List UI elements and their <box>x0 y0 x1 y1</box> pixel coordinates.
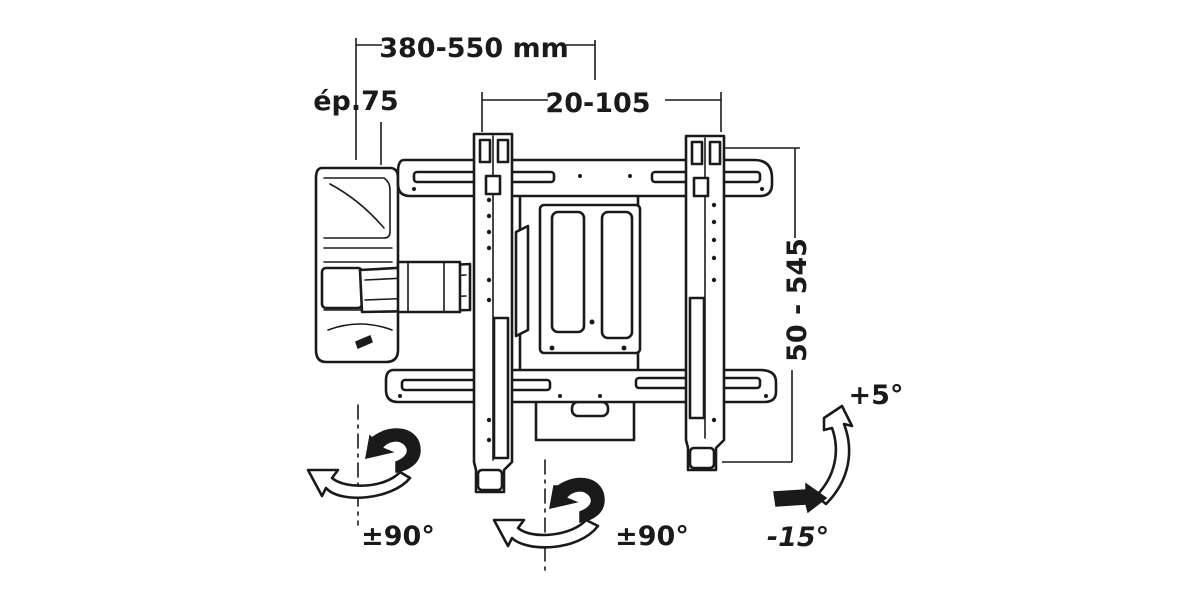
swivel-left-label: ±90° <box>361 521 435 552</box>
vesa-vertical-dimension: 50 - 545 <box>722 147 813 463</box>
swivel-left-arrow-icon <box>365 428 421 473</box>
swivel-center-outline-arrow-icon <box>492 518 600 549</box>
width-dimension: 380-550 mm <box>355 33 596 160</box>
tilt-up-label: +5° <box>849 380 904 411</box>
depth-label: ép.75 <box>313 86 398 117</box>
swivel-left-outline-arrow-icon <box>306 468 412 499</box>
tilt-down-label: -15° <box>767 522 829 553</box>
tilt-down-arrow-icon <box>773 482 828 514</box>
left-swivel-indicator: ±90° <box>306 404 435 552</box>
vesa-horizontal-label: 20-105 <box>545 88 650 119</box>
swivel-center-arrow-icon <box>549 477 605 523</box>
swivel-center-label: ±90° <box>615 521 689 552</box>
tilt-indicator: +5° -15° <box>767 380 904 553</box>
tilt-up-arrow-icon <box>814 404 854 506</box>
vesa-horizontal-dimension: 20-105 <box>481 88 722 132</box>
left-vertical-bracket <box>472 132 514 494</box>
articulating-arm <box>358 260 472 314</box>
right-vertical-bracket <box>684 134 726 472</box>
width-range-label: 380-550 mm <box>379 33 569 64</box>
wall-plate <box>314 166 400 364</box>
vesa-vertical-label: 50 - 545 <box>782 238 813 362</box>
depth-dimension: ép.75 <box>313 86 399 165</box>
center-swivel-indicator: ±90° <box>492 459 689 573</box>
